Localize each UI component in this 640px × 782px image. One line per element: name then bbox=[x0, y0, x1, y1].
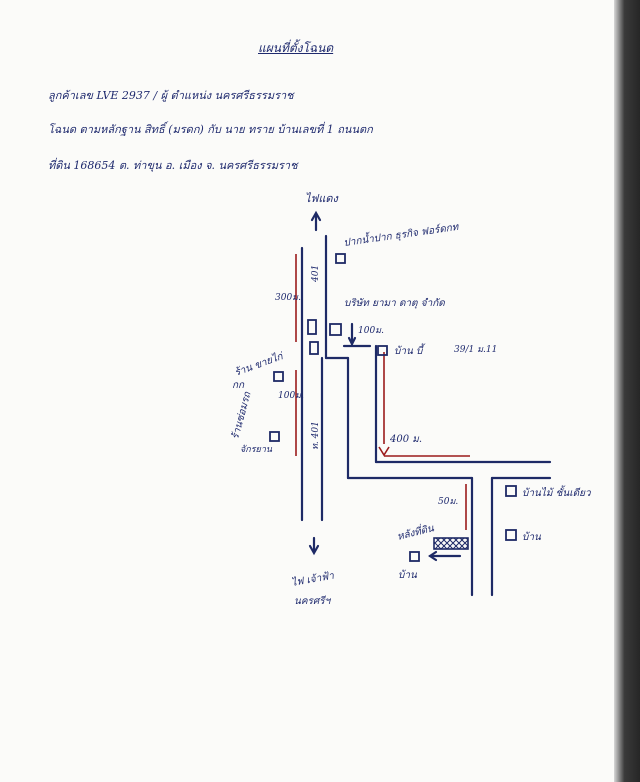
right-house-1-label: บ้านไม้ ชั้นเดียว bbox=[522, 485, 592, 499]
house-b-address: 39/1 ม.11 bbox=[454, 345, 497, 355]
dimension-400-arrow bbox=[378, 446, 390, 457]
road-code-bottom: ท. 401 bbox=[311, 421, 321, 450]
right-house-1-marker bbox=[505, 485, 517, 497]
house-b-label: บ้าน บี้ bbox=[394, 343, 425, 357]
dimension-50-label: 50ม. bbox=[438, 497, 458, 507]
location-map: ไฟแดง 401 ท. 401 300ม. 100ม. 100ม. 400 bbox=[229, 192, 592, 607]
north-arrow-head bbox=[310, 210, 322, 222]
small-house-label: บ้าน bbox=[398, 569, 418, 581]
south-label-1: ไฟ เจ้าฟ้า bbox=[290, 570, 335, 589]
left-building-1 bbox=[307, 319, 317, 335]
house-b-marker bbox=[377, 345, 388, 356]
dimension-300-label: 300ม. bbox=[275, 293, 301, 303]
small-house-marker bbox=[409, 551, 420, 562]
left-shop-1-marker bbox=[273, 371, 284, 382]
company-label: บริษัท ยามา ดาตุ จำกัด bbox=[344, 297, 445, 309]
info-line-3: ที่ดิน 168654 ต. ท่าขุน อ. เมือง จ. นครศ… bbox=[48, 159, 298, 172]
right-house-2-label: บ้าน bbox=[522, 531, 542, 543]
target-plot bbox=[433, 537, 469, 550]
dimension-100-left-label: 100ม. bbox=[278, 391, 304, 401]
page-edge-shadow bbox=[614, 0, 640, 782]
left-shop-1-sub: กก bbox=[232, 380, 245, 391]
dimension-100-right-head bbox=[347, 336, 357, 347]
right-house-2-marker bbox=[505, 529, 517, 541]
plot-pointer-head bbox=[428, 550, 438, 562]
shop-top-label: ปากน้ำปาก ธุรกิจ ฟอร์ดกท bbox=[342, 219, 460, 249]
left-shop-2-sub: จักรยาน bbox=[240, 444, 273, 455]
plot-label: หลังที่ดิน bbox=[395, 520, 436, 543]
dimension-100-right-label: 100ม. bbox=[358, 326, 384, 336]
dimension-400-label: 400 ม. bbox=[389, 434, 422, 445]
company-marker bbox=[329, 323, 342, 336]
south-label-2: นครศรีฯ bbox=[294, 595, 332, 607]
shop-top-marker bbox=[335, 253, 346, 264]
document-page: แผนที่ตั้งโฉนด ลูกค้าเลข LVE 2937 / ผู้ … bbox=[0, 0, 614, 782]
left-shop-2-label: ร้านซ่อมรถ bbox=[229, 390, 253, 441]
info-line-1: ลูกค้าเลข LVE 2937 / ผู้ ตำแหน่ง นครศรีธ… bbox=[48, 89, 294, 102]
left-shop-2-marker bbox=[269, 431, 280, 442]
left-building-2 bbox=[309, 341, 319, 355]
north-label: ไฟแดง bbox=[305, 192, 340, 205]
south-arrow-head bbox=[308, 544, 320, 556]
info-line-2: โฉนด ตามหลักฐาน สิทธิ์ (มรดก) กับ นาย ทร… bbox=[48, 123, 373, 136]
left-shop-1-label: ร้าน ขายไก่ bbox=[233, 350, 286, 379]
road-code-top: 401 bbox=[311, 265, 321, 283]
document-title: แผนที่ตั้งโฉนด bbox=[258, 41, 334, 55]
